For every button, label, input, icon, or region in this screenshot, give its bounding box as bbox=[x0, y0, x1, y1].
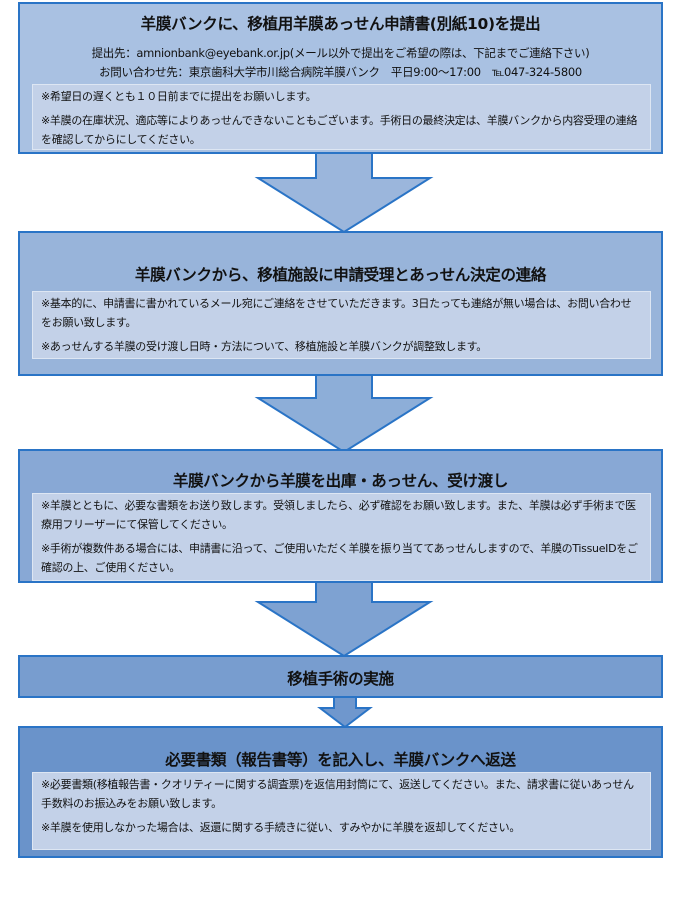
notes-panel: ※必要書類(移植報告書・クオリティーに関する調査票)を返信用封筒にて、返送してく… bbox=[32, 772, 651, 850]
step-4-surgery: 移植手術の実施 bbox=[18, 655, 663, 698]
contact-info: お問い合わせ先：東京歯科大学市川総合病院羊膜バンク 平日9:00～17:00 ℡… bbox=[99, 65, 582, 79]
step-title: 必要書類（報告書等）を記入し、羊膜バンクへ返送 bbox=[165, 751, 516, 769]
arrow-down-1 bbox=[254, 151, 434, 234]
note: ※基本的に、申請書に書かれているメール宛にご連絡をさせていただきます。3日たって… bbox=[41, 297, 632, 329]
note: ※羊膜の在庫状況、適応等によりあっせんできないこともございます。手術日の最終決定… bbox=[41, 114, 638, 146]
step-3-delivery: 羊膜バンクから羊膜を出庫・あっせん、受け渡し ※羊膜とともに、必要な書類をお送り… bbox=[18, 449, 663, 583]
step-title: 移植手術の実施 bbox=[287, 670, 394, 688]
step-2-acceptance-notice: 羊膜バンクから、移植施設に申請受理とあっせん決定の連絡 ※基本的に、申請書に書か… bbox=[18, 231, 663, 376]
note: ※手術が複数件ある場合には、申請書に沿って、ご使用いただく羊膜を振り当ててあっせ… bbox=[41, 542, 638, 574]
note: ※希望日の遅くとも１０日前までに提出をお願いします。 bbox=[41, 90, 317, 103]
step-title: 羊膜バンクに、移植用羊膜あっせん申請書(別紙10)を提出 bbox=[140, 15, 541, 33]
note: ※羊膜とともに、必要な書類をお送り致します。受領しましたら、必ず確認をお願い致し… bbox=[41, 499, 636, 531]
step-title: 羊膜バンクから、移植施設に申請受理とあっせん決定の連絡 bbox=[134, 266, 547, 284]
note: ※羊膜を使用しなかった場合は、返還に関する手続きに従い、すみやかに羊膜を返却して… bbox=[41, 821, 521, 834]
arrow-down-2 bbox=[254, 373, 434, 454]
step-5-return-documents: 必要書類（報告書等）を記入し、羊膜バンクへ返送 ※必要書類(移植報告書・クオリテ… bbox=[18, 726, 663, 858]
notes-panel: ※羊膜とともに、必要な書類をお送り致します。受領しましたら、必ず確認をお願い致し… bbox=[32, 493, 651, 581]
step-1-submit-application: 羊膜バンクに、移植用羊膜あっせん申請書(別紙10)を提出 提出先：amnionb… bbox=[18, 2, 663, 154]
arrow-down-4 bbox=[317, 696, 373, 729]
step-title: 羊膜バンクから羊膜を出庫・あっせん、受け渡し bbox=[172, 472, 509, 490]
note: ※必要書類(移植報告書・クオリティーに関する調査票)を返信用封筒にて、返送してく… bbox=[41, 778, 634, 810]
notes-panel: ※希望日の遅くとも１０日前までに提出をお願いします。 ※羊膜の在庫状況、適応等に… bbox=[32, 84, 651, 150]
notes-panel: ※基本的に、申請書に書かれているメール宛にご連絡をさせていただきます。3日たって… bbox=[32, 291, 651, 359]
submit-address: 提出先：amnionbank@eyebank.or.jp(メール以外で提出をご希… bbox=[91, 46, 590, 60]
note: ※あっせんする羊膜の受け渡し日時・方法について、移植施設と羊膜バンクが調整致しま… bbox=[41, 340, 487, 353]
arrow-down-3 bbox=[254, 581, 434, 658]
